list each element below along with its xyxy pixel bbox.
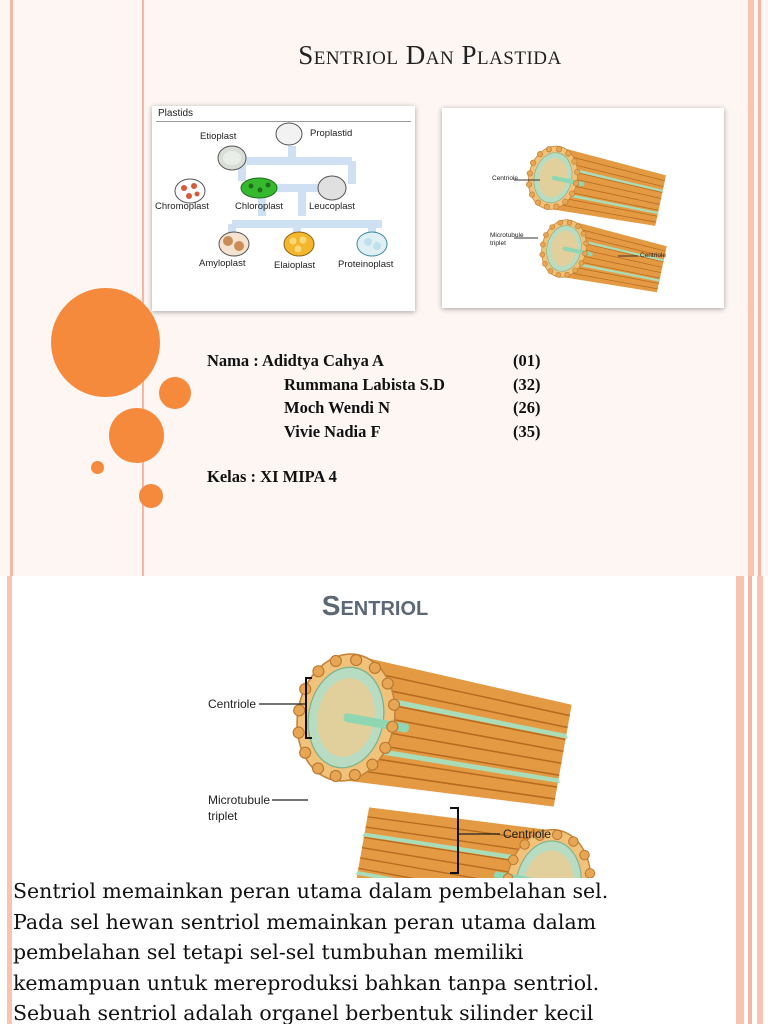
- plastids-diagram: Plastids: [152, 106, 415, 311]
- centriole-diagram-large: [259, 644, 600, 878]
- divider: [156, 121, 411, 122]
- proplastid-label: Proplastid: [310, 128, 353, 139]
- body-text: Sentriol memainkan peran utama dalam pem…: [13, 876, 753, 1024]
- member-number: (26): [513, 398, 541, 417]
- body-line: Sebuah sentriol adalah organel berbentuk…: [13, 1001, 594, 1024]
- decorative-stripe: [748, 576, 752, 1024]
- decorative-stripe: [10, 0, 13, 576]
- title-slide: Sentriol Dan Plastida Plastids: [0, 0, 768, 576]
- class-label: Kelas : XI MIPA 4: [207, 467, 337, 486]
- decorative-circle: [91, 461, 104, 474]
- sentriol-slide: Sentriol Centriole Microtubule triplet C…: [0, 576, 768, 1024]
- members-label: Nama :: [207, 351, 259, 370]
- body-line: Sentriol memainkan peran utama dalam pem…: [13, 879, 609, 903]
- centriole-diagram-small: Centriole Microtubule triplet Centriole: [442, 108, 724, 308]
- microtubule-label: Microtubule: [490, 232, 524, 239]
- member-name: Moch Wendi N: [284, 398, 391, 417]
- decorative-stripe: [142, 0, 144, 576]
- plastids-heading: Plastids: [158, 108, 194, 119]
- decorative-circle: [139, 484, 163, 508]
- member-name: Rummana Labista S.D: [284, 374, 445, 394]
- microtubule-label: Microtubule: [208, 793, 271, 807]
- triplet-label: triplet: [490, 240, 506, 247]
- slide-title: Sentriol Dan Plastida: [298, 40, 562, 70]
- leucoplast-label: Leucoplast: [309, 201, 355, 212]
- member-number: (01): [513, 351, 541, 370]
- member-number: (32): [513, 374, 541, 394]
- amyloplast-label: Amyloplast: [199, 258, 246, 269]
- decorative-stripe: [7, 576, 12, 1024]
- centriole-label: Centriole: [640, 252, 667, 259]
- body-line: Pada sel hewan sentriol memainkan peran …: [13, 909, 597, 934]
- member-name: Vivie Nadia F: [284, 421, 381, 441]
- decorative-stripe: [736, 576, 744, 1024]
- member-name: Adidtya Cahya A: [262, 351, 384, 370]
- body-line: pembelahan sel tetapi sel-sel tumbuhan m…: [13, 940, 524, 964]
- decorative-stripe: [748, 0, 754, 576]
- centriole-label: Centriole: [208, 697, 257, 711]
- centriole-label: Centriole: [503, 827, 552, 841]
- centriole-artwork-small: [514, 140, 670, 299]
- decorative-stripe: [757, 576, 763, 1024]
- triplet-label: triplet: [208, 809, 238, 823]
- body-line: kemampuan untuk mereproduksi bahkan tanp…: [13, 970, 600, 995]
- chromoplast-label: Chromoplast: [155, 201, 209, 212]
- proteinoplast-label: Proteinoplast: [338, 259, 394, 270]
- decorative-stripe: [758, 0, 761, 576]
- centriole-label: Centriole: [492, 175, 519, 182]
- elaioplast-label: Elaioplast: [274, 260, 316, 271]
- member-number: (35): [513, 421, 541, 441]
- chloroplast-label: Chloroplast: [235, 201, 284, 212]
- etioplast-label: Etioplast: [200, 131, 237, 142]
- decorative-circle: [159, 377, 191, 409]
- slide-title: Sentriol: [321, 590, 429, 621]
- plastids-artwork: [174, 122, 388, 257]
- decorative-circle: [109, 408, 164, 463]
- decorative-circle: [51, 288, 160, 397]
